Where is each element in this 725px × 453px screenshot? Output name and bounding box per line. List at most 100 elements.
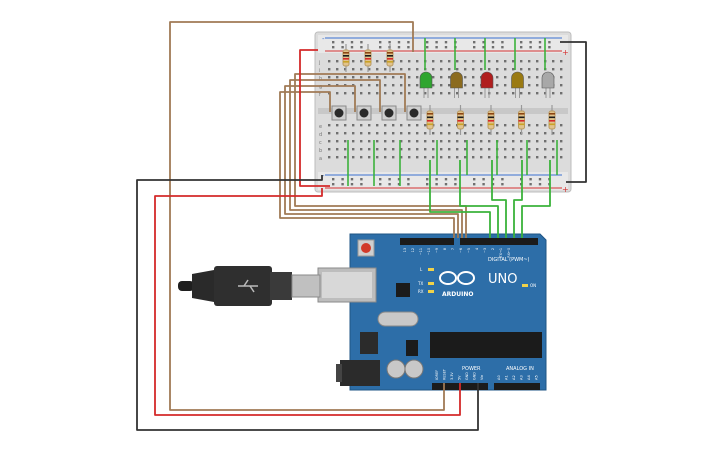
analog-header-label: ANALOG IN xyxy=(506,366,534,372)
led-4 xyxy=(511,71,524,98)
power-jack xyxy=(340,360,380,386)
led-2 xyxy=(450,71,463,98)
pull-resistors xyxy=(342,44,394,72)
capacitor-2 xyxy=(404,359,424,379)
power-pin-label: GND xyxy=(473,372,477,380)
analog-pin-label: A1 xyxy=(505,375,509,380)
power-pin-label: IOREF xyxy=(435,370,439,380)
model-label: UNO xyxy=(488,272,517,287)
wire-red-2 xyxy=(299,49,330,187)
analog-pin-label: A3 xyxy=(520,375,524,380)
crystal xyxy=(377,311,419,327)
led-5 xyxy=(541,71,555,98)
arduino-logo xyxy=(439,271,475,285)
digital-pin-label: ~9 xyxy=(435,248,439,253)
led-3 xyxy=(480,71,494,98)
digital-pin-label: 4 xyxy=(475,248,479,250)
wires xyxy=(136,21,587,431)
digital-pin-label: 7 xyxy=(451,248,455,250)
resistor-led-1 xyxy=(426,105,434,135)
led-tx-label: TX xyxy=(417,281,423,286)
svg-text:c: c xyxy=(319,140,322,146)
power-pin-label: RESET xyxy=(443,368,447,380)
digital-pin-label: 8 xyxy=(443,248,447,250)
led-rx xyxy=(428,290,434,293)
wire-green-1 xyxy=(429,160,491,238)
row-letters-bottom: e d c b a xyxy=(319,124,322,162)
usb-cable xyxy=(178,266,321,306)
analog-header xyxy=(494,383,540,390)
analog-pin-label: A5 xyxy=(535,375,539,380)
button-cap-icon xyxy=(409,108,419,118)
led-tx xyxy=(428,282,434,285)
led-rx-label: RX xyxy=(418,289,424,294)
resistor-top-2 xyxy=(364,44,372,72)
digital-pin-label: ~3 xyxy=(483,248,487,253)
svg-text:f: f xyxy=(319,92,321,98)
digital-pin-label: 12 xyxy=(411,248,415,252)
wire-green-5 xyxy=(521,160,551,238)
rail-plus-label: + xyxy=(562,48,569,57)
svg-text:g: g xyxy=(319,84,322,90)
arduino-uno-board: ARDUINO UNO DIGITAL (PWM~) ANALOG IN POW… xyxy=(317,233,547,391)
led-resistors xyxy=(426,105,556,135)
rail-minus-label: - xyxy=(322,35,325,43)
svg-text:e: e xyxy=(319,124,322,130)
wire-brown-3 xyxy=(289,79,463,238)
svg-text:j: j xyxy=(318,60,320,66)
button-cap-icon xyxy=(384,108,394,118)
wire-black-1 xyxy=(136,175,479,431)
svg-text:d: d xyxy=(319,132,322,138)
digital-header-left xyxy=(400,238,454,245)
push-button-3 xyxy=(381,105,397,121)
led-l xyxy=(428,268,434,271)
wire-green-3 xyxy=(491,160,507,238)
wire-brown-1 xyxy=(279,91,455,238)
rail-minus-label-bottom: - xyxy=(322,172,325,180)
power-header-label: POWER xyxy=(462,366,481,372)
analog-pin-label: A4 xyxy=(527,375,531,380)
digital-header-label: DIGITAL (PWM~) xyxy=(488,257,530,263)
rail-plus-label-bottom: + xyxy=(562,185,569,194)
digital-pin-label: RX←0 xyxy=(507,248,511,258)
resistor-led-2 xyxy=(457,105,464,135)
usb-symbol-icon xyxy=(238,279,258,293)
resistor-top-3 xyxy=(386,44,394,72)
bottom-rail-holes xyxy=(332,178,551,186)
resistor-led-5 xyxy=(548,105,556,135)
resistor-led-3 xyxy=(487,105,495,135)
button-cap-icon xyxy=(359,108,369,118)
icsp-header xyxy=(406,340,418,356)
top-rail-holes xyxy=(332,41,551,49)
led-1 xyxy=(419,71,433,98)
on-label: ON xyxy=(530,283,536,288)
push-button-2 xyxy=(356,105,372,121)
svg-text:a: a xyxy=(319,156,322,162)
power-pin-label: 5V xyxy=(458,375,462,380)
analog-pin-label: A0 xyxy=(497,375,501,380)
digital-pin-label: 13 xyxy=(403,248,407,252)
wire-black-2 xyxy=(560,41,587,183)
push-button-4 xyxy=(406,105,422,121)
led-on xyxy=(522,284,528,287)
analog-pin-label: A2 xyxy=(512,375,516,380)
push-buttons xyxy=(331,105,422,121)
reset-button-cap xyxy=(361,243,371,253)
breadboard: - + - + j i h g f e d c b a xyxy=(314,31,572,194)
atmega-chip xyxy=(430,332,542,358)
power-pin-label: Vin xyxy=(480,375,484,380)
capacitor-1 xyxy=(386,359,406,379)
voltage-regulator xyxy=(360,332,378,354)
breadboard-jumpers xyxy=(347,38,558,186)
digital-header-right xyxy=(460,238,538,245)
wire-green-2 xyxy=(459,160,499,238)
wire-green-4 xyxy=(513,160,523,238)
svg-text:h: h xyxy=(319,76,322,82)
power-pin-label: GND xyxy=(465,372,469,380)
usb-chip xyxy=(396,283,410,297)
wire-red-1 xyxy=(154,188,461,416)
